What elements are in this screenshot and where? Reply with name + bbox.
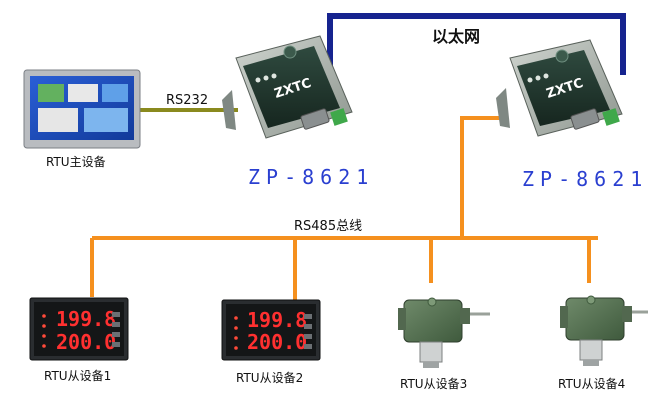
server-right-model-label: ZP-8621 xyxy=(522,167,648,191)
rtu-slave-sensor-3 xyxy=(398,297,490,368)
serial-server-left: ZXTC xyxy=(222,35,353,139)
server-left-model-label: ZP-8621 xyxy=(248,165,374,189)
ethernet-label: 以太网 xyxy=(432,27,480,46)
rs232-label: RS232 xyxy=(166,93,208,108)
meter-1-bottom-reading: 200.0 xyxy=(56,330,116,354)
slave2-label: RTU从设备2 xyxy=(236,371,303,385)
serial-server-right: ZXTC xyxy=(496,39,623,137)
meter-2-bottom-reading: 200.0 xyxy=(247,330,307,354)
slave3-label: RTU从设备3 xyxy=(400,377,467,391)
ethernet-line xyxy=(327,13,626,75)
rs485-bus-label: RS485总线 xyxy=(294,219,362,234)
rtu-slave-sensor-4 xyxy=(560,295,648,366)
master-label: RTU主设备 xyxy=(46,155,106,169)
slave1-label: RTU从设备1 xyxy=(44,369,111,383)
meter-1-top-reading: 199.8 xyxy=(56,307,116,331)
rtu-slave-meter-2: 199.8 200.0 xyxy=(221,299,321,361)
slave4-label: RTU从设备4 xyxy=(558,377,625,391)
rtu-master-device xyxy=(23,69,141,149)
rtu-slave-meter-1: 199.8 200.0 xyxy=(29,297,129,361)
meter-2-top-reading: 199.8 xyxy=(247,308,307,332)
rs485-bus xyxy=(90,116,598,300)
